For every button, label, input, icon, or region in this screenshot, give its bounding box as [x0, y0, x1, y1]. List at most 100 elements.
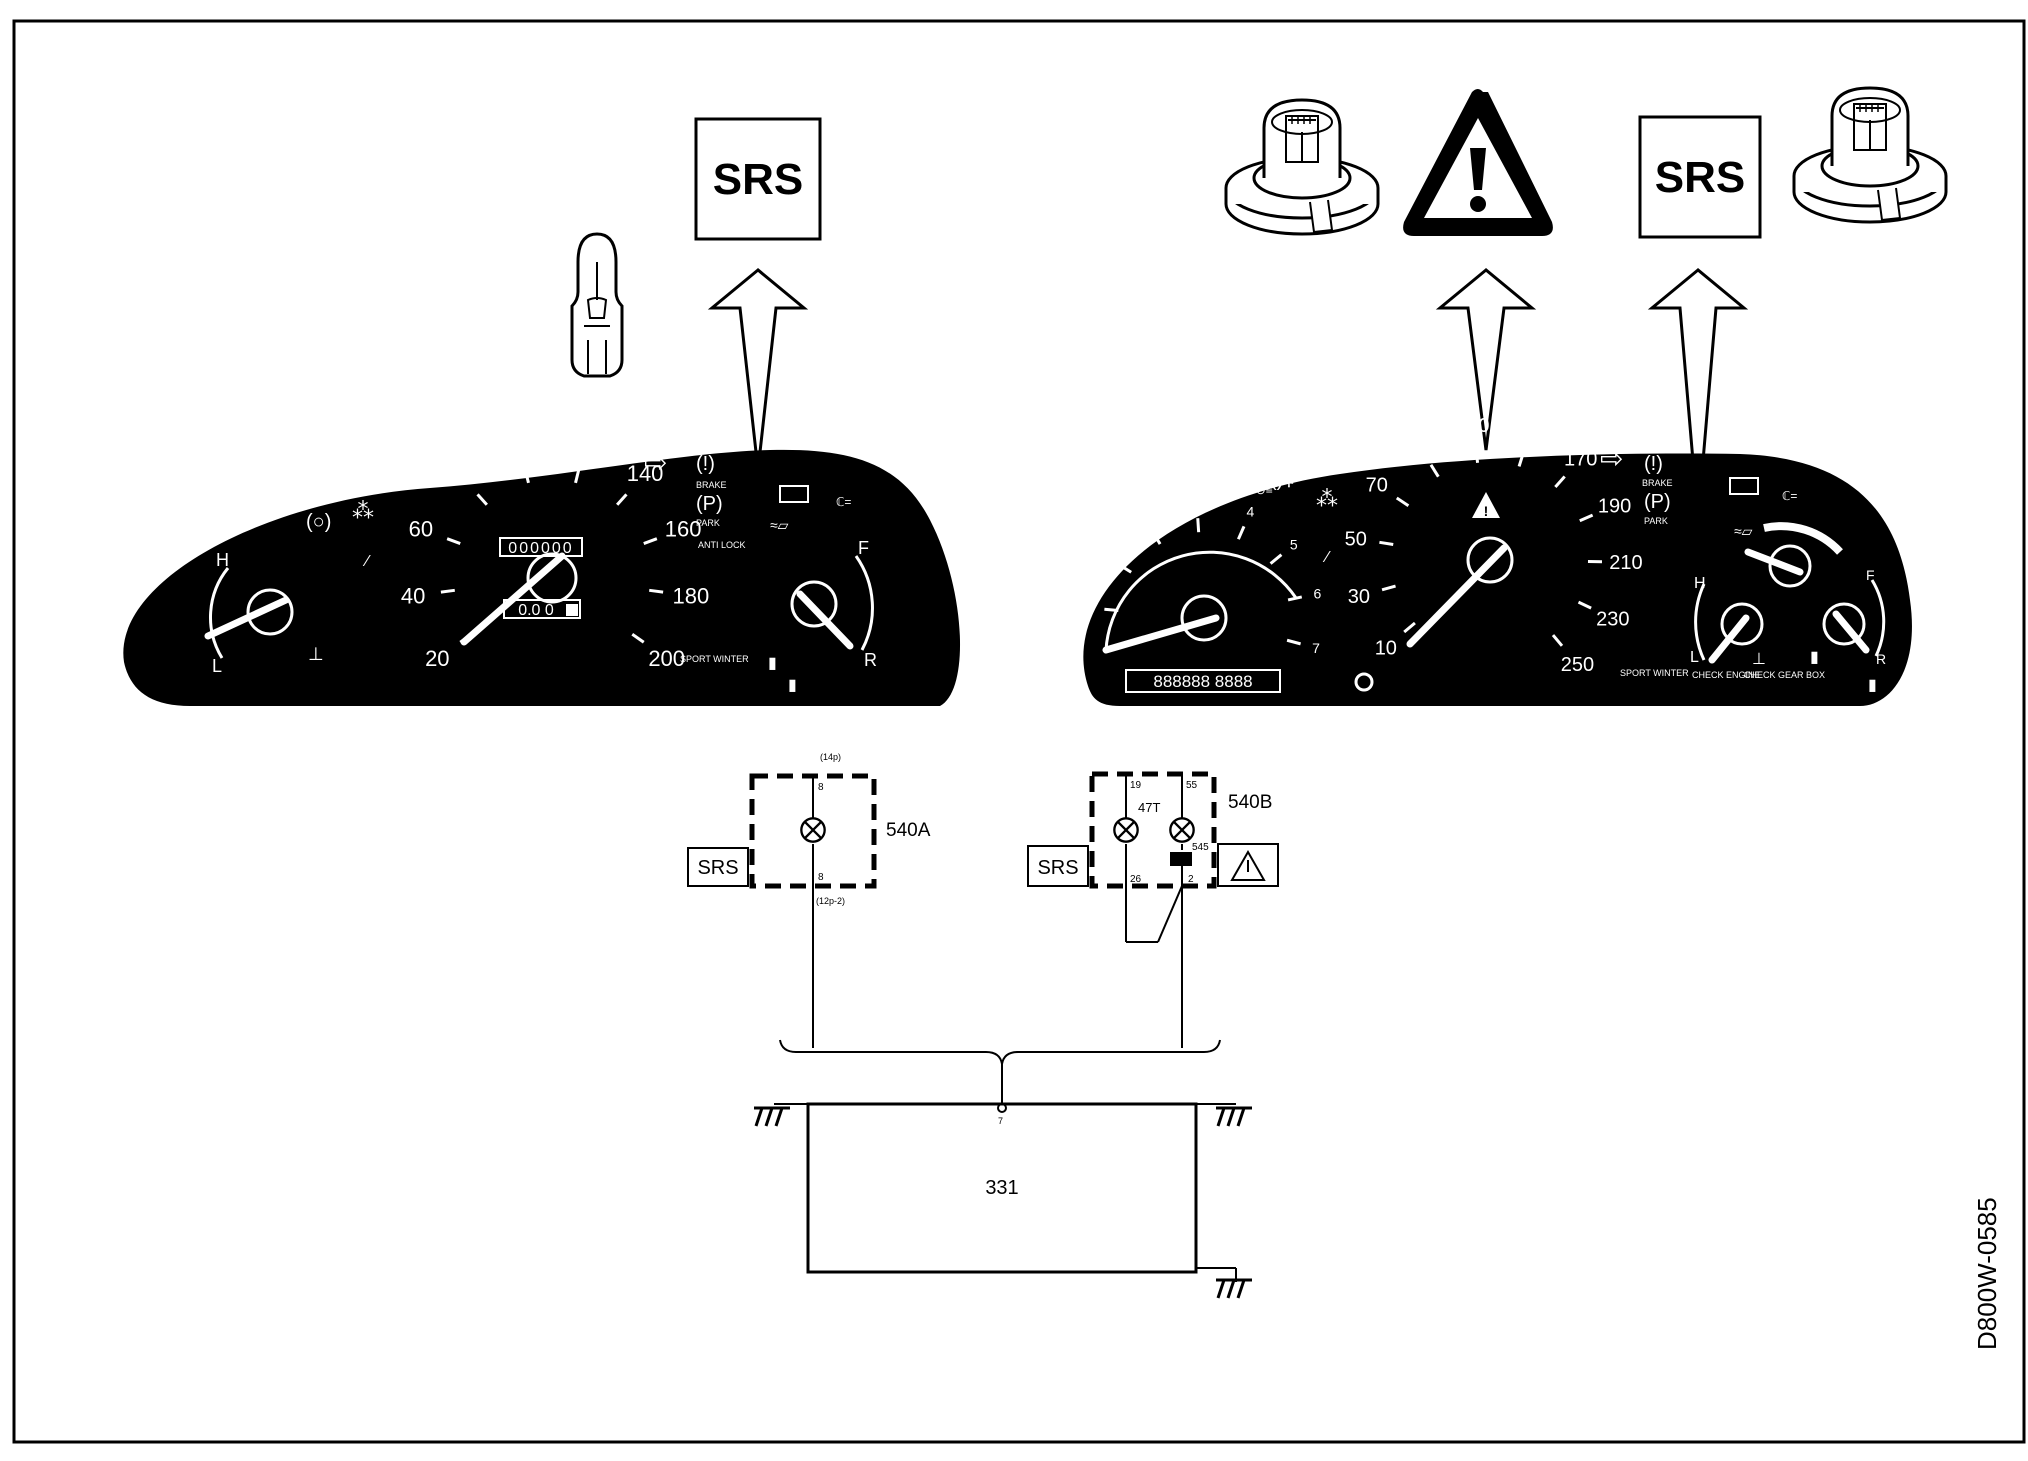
- speed-b-tick-label: 170: [1564, 449, 1597, 471]
- speed-a-tick-label: 20: [425, 646, 449, 671]
- warning-triangle-icon: [1403, 89, 1553, 236]
- pointer-arrow: [712, 270, 804, 470]
- speed-a-tick: [649, 590, 663, 592]
- high-beam-icon: ≡D: [1316, 457, 1342, 479]
- coolant-icon: ⊥: [308, 644, 324, 664]
- srs-label: SRS: [1655, 153, 1745, 202]
- module-b-pin-26: 26: [1130, 874, 1142, 885]
- module-a-pin-bottom: 8: [818, 872, 824, 883]
- speed-b-tick-label: 90: [1407, 434, 1429, 456]
- rpm-tick-label: 0: [1085, 600, 1093, 616]
- seatbelt-icon: ⁂: [352, 498, 374, 523]
- srs-symbol-b: SRS: [1028, 846, 1088, 886]
- coolant-icon: ⊥: [1752, 651, 1766, 668]
- brake-warning-icon: (!): [1644, 453, 1663, 475]
- check-gearbox-label: CHECK GEAR BOX: [1744, 670, 1825, 680]
- control-unit-pin: 7: [998, 1116, 1003, 1126]
- fuel-pump-icon: ▮: [1810, 649, 1819, 666]
- temp-low-label: L: [1690, 649, 1699, 666]
- speed-b-tick-label: 150: [1514, 420, 1547, 442]
- rear-fog-icon: ()‡: [306, 476, 333, 501]
- srs-symbol-a: SRS: [688, 848, 748, 886]
- srs-label: SRS: [713, 155, 803, 204]
- odometer-value: 888888 8888: [1153, 672, 1252, 691]
- module-b-pin-55: 55: [1186, 780, 1198, 791]
- parking-brake-icon: (P): [1644, 491, 1671, 513]
- srs-indicator-symbol: SRS: [696, 119, 820, 239]
- speed-a-tick-label: 100: [500, 430, 537, 455]
- park-label: PARK: [1644, 516, 1668, 526]
- left-turn-icon: ⇦: [402, 445, 425, 476]
- speed-b-tick-label: 30: [1348, 586, 1370, 608]
- speed-a-tick-label: 120: [567, 430, 604, 455]
- oil-pressure-icon: ≈▱: [1734, 523, 1753, 539]
- door-icon: ℂ=: [836, 495, 851, 509]
- control-unit-label: 331: [985, 1177, 1018, 1199]
- ground-symbol-icon: [754, 1108, 790, 1126]
- module-540b: 19 55 47T 545 26 2 540B: [1092, 774, 1272, 1048]
- module-b-47t: 47T: [1138, 800, 1160, 815]
- module-a-pin-top: 8: [818, 782, 824, 793]
- socket-bulb-icon: [1226, 100, 1378, 234]
- module-b-diode: [1170, 852, 1192, 866]
- speed-b-tick-label: 190: [1598, 495, 1631, 517]
- speed-b-tick-label: 250: [1561, 654, 1594, 676]
- sport-winter-label: SPORT WINTER: [1620, 668, 1689, 678]
- module-b-pin-19: 19: [1130, 780, 1142, 791]
- right-turn-icon: ⇨: [1600, 443, 1623, 474]
- fuel-pump-icon: ▮: [768, 655, 777, 672]
- temp-high-label: H: [1694, 575, 1706, 592]
- speed-a-tick-label: 40: [401, 583, 425, 608]
- harness-brace: [780, 1040, 1220, 1064]
- odometer-value: 000000: [508, 540, 573, 557]
- seatbelt-icon: ⁂: [1316, 486, 1338, 511]
- warning-symbol-box: [1218, 844, 1278, 886]
- abs-label: ANTI LOCK: [698, 540, 746, 550]
- speed-b-tick-label: 10: [1375, 637, 1397, 659]
- foglight-icon: ≡D⊙≡: [218, 505, 251, 519]
- brake-label: BRAKE: [696, 480, 727, 490]
- speed-b-tick-label: 130: [1456, 415, 1489, 437]
- park-label: PARK: [696, 518, 720, 528]
- bulb-symbol-icon: [1170, 818, 1193, 841]
- speed-b-tick-label: 210: [1609, 552, 1642, 574]
- rear-fog-icon: ()‡: [1270, 469, 1294, 491]
- figure-id: D800W-0585: [1972, 1197, 2002, 1350]
- module-540a: (14p) 8 8 (12p-2) 540A: [752, 752, 931, 1048]
- airbag-icon: ⊗: [270, 486, 288, 511]
- bulb-symbol-icon: [801, 818, 824, 841]
- rpm-tick-label: 7: [1312, 640, 1320, 656]
- fuel-low-icon: ▮: [1868, 677, 1877, 694]
- srs-label: SRS: [697, 857, 738, 879]
- control-unit-331: 331: [808, 1104, 1196, 1272]
- speed-a-tick-label: 180: [673, 583, 710, 608]
- oil-pressure-icon: ≈▱: [770, 517, 789, 533]
- trip-value: 0.0 0: [518, 602, 554, 619]
- module-b-pin-2: 2: [1188, 874, 1194, 885]
- module-a-connector-top: (14p): [820, 752, 841, 762]
- rpm-tick-label: 1: [1102, 548, 1110, 564]
- srs-indicator-symbol: SRS: [1640, 117, 1760, 237]
- module-a-connector-bottom: (12p-2): [816, 896, 845, 906]
- speed-b-tick: [1476, 449, 1478, 463]
- wedge-bulb-icon: [572, 234, 622, 376]
- speed-a-tick: [441, 590, 455, 592]
- right-turn-icon: ⇨: [644, 447, 667, 478]
- ground-symbol-icon: [1216, 1108, 1252, 1126]
- brake-warning-icon: (!): [696, 453, 715, 475]
- foglight-icon: ≡D⊙≡: [1240, 483, 1273, 497]
- speed-a-tick-label: 80: [447, 461, 471, 486]
- parking-brake-icon: (P): [696, 493, 723, 515]
- rpm-tick-label: 2: [1141, 510, 1149, 526]
- rpm-tick-label: 3: [1193, 494, 1201, 510]
- module-a-label: 540A: [886, 820, 931, 841]
- brake-label: BRAKE: [1642, 478, 1673, 488]
- high-beam-icon: ≡D: [352, 459, 378, 481]
- rpm-tick-label: 6: [1314, 585, 1322, 601]
- svg-text:!: !: [1484, 503, 1489, 519]
- ground-symbol-icon: [1216, 1280, 1252, 1298]
